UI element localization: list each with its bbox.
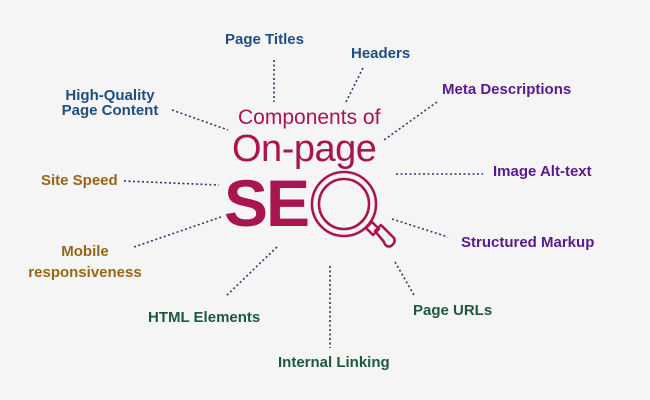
title-components-of: Components of [238, 106, 381, 129]
label-mobile-line2: responsiveness [28, 264, 142, 281]
label-internal-linking: Internal Linking [278, 354, 390, 371]
label-mobile-line1: Mobile [61, 243, 109, 260]
connector-meta-descriptions [383, 101, 438, 141]
connector-high-quality-page-content [171, 109, 229, 131]
connector-structured-markup [391, 218, 449, 238]
title-on-page: On-page [232, 128, 377, 170]
label-image-alt-text: Image Alt-text [493, 163, 592, 180]
label-page-titles: Page Titles [225, 31, 304, 48]
label-meta-descriptions: Meta Descriptions [442, 81, 572, 98]
connector-html-elements [225, 246, 278, 297]
title-seo: SE [224, 166, 310, 240]
label-html-elements: HTML Elements [148, 309, 261, 326]
label-page-urls: Page URLs [413, 302, 493, 319]
label-high-quality-page-content: High-Quality Page Content [57, 88, 163, 118]
label-structured-markup: Structured Markup [461, 234, 595, 251]
label-headers: Headers [351, 45, 411, 62]
magnifying-glass-icon [310, 170, 396, 248]
label-mobile-responsiveness: Mobile responsiveness [22, 241, 148, 283]
label-hq-line1: High-Quality [65, 87, 155, 104]
label-site-speed: Site Speed [41, 172, 118, 189]
connector-headers [345, 67, 364, 103]
connector-site-speed [123, 180, 220, 186]
connector-mobile-responsiveness [133, 216, 222, 248]
connector-page-urls [394, 261, 415, 296]
label-hq-line2: Page Content [61, 102, 159, 119]
